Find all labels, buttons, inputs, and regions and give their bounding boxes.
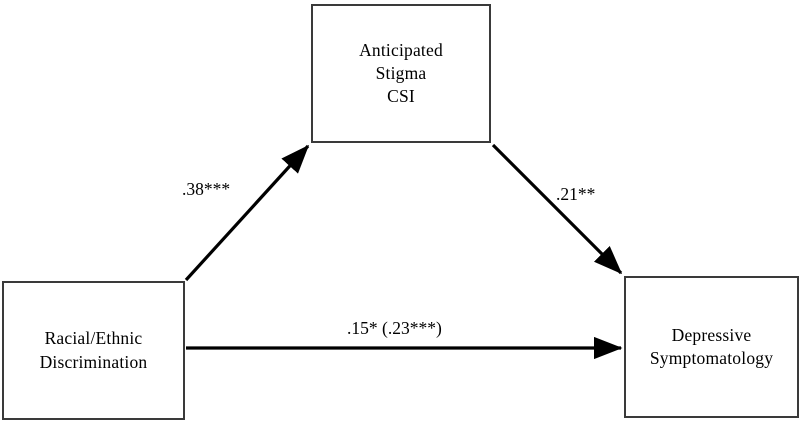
- node-label-outcome: Depressive Symptomatology: [649, 324, 774, 368]
- node-box-outcome: Depressive Symptomatology: [624, 276, 799, 418]
- node-box-predictor: Racial/Ethnic Discrimination: [2, 281, 185, 420]
- path-label-b: .21**: [556, 184, 596, 204]
- node-box-mediator: Anticipated Stigma CSI: [311, 4, 491, 143]
- arrow-predictor-to-mediator: [184, 144, 310, 282]
- path-label-c: .15* (.23***): [347, 318, 442, 338]
- path-label-a: .38***: [182, 179, 231, 199]
- node-label-predictor: Racial/Ethnic Discrimination: [39, 328, 148, 372]
- arrow-mediator-to-outcome: [491, 143, 623, 275]
- node-label-mediator: Anticipated Stigma CSI: [359, 39, 443, 107]
